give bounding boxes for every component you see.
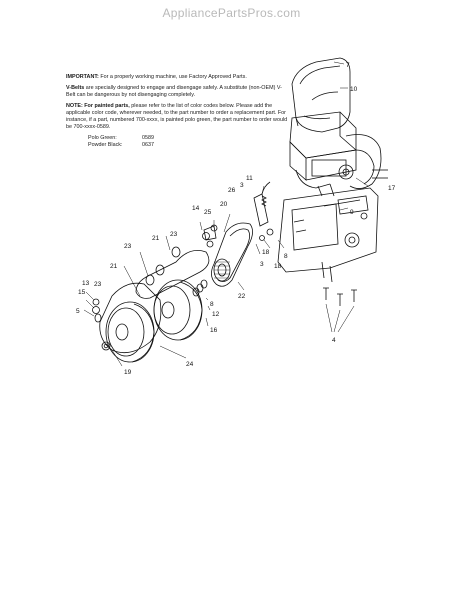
- callout: 9: [350, 209, 354, 216]
- color-code-row: Polo Green: 0589: [88, 135, 198, 142]
- callout: 18: [262, 249, 270, 256]
- callout: 23: [170, 231, 178, 238]
- callout: 21: [152, 235, 160, 242]
- color-code: 0589: [142, 134, 154, 141]
- callout: 26: [228, 187, 236, 194]
- callout: 24: [186, 361, 194, 368]
- engine: [289, 111, 388, 197]
- color-code-row: Powder Black: 0637: [88, 142, 198, 149]
- callout: 15: [78, 289, 86, 296]
- callout: 17: [388, 185, 396, 192]
- watermark: AppliancePartsPros.com: [162, 6, 301, 20]
- callout: 23: [94, 281, 102, 288]
- frame-bolts: [323, 287, 357, 306]
- callout: 21: [110, 263, 118, 270]
- callout: 14: [192, 205, 200, 212]
- belt-cover: [291, 57, 351, 133]
- painted-text: please refer to the list of color codes …: [66, 102, 288, 131]
- vbelt-note: V-Belts are specially designed to engage…: [66, 85, 291, 99]
- color-name: Polo Green:: [88, 134, 117, 141]
- frame-side-plate: [277, 187, 379, 283]
- painted-parts-note: NOTE: For painted parts, please refer to…: [66, 103, 291, 132]
- callout: 18: [274, 263, 282, 270]
- hardware-stack-center: [171, 224, 218, 297]
- hardware-stack-left: [92, 264, 165, 351]
- callout: 11: [246, 175, 253, 182]
- important-note: IMPORTANT: For a properly working machin…: [66, 74, 291, 81]
- color-name: Powder Black:: [88, 142, 123, 149]
- callout: 23: [124, 243, 132, 250]
- auger-pulley-small: [105, 301, 155, 363]
- callout: 19: [124, 369, 132, 376]
- callout: 12: [212, 311, 220, 318]
- leader-lines: [83, 61, 369, 367]
- callout: 8: [210, 301, 214, 308]
- callout: 10: [350, 86, 358, 93]
- callout: 22: [238, 293, 246, 300]
- v-belts: [99, 222, 253, 354]
- callout: 4: [332, 337, 336, 344]
- important-text: For a properly working machine, use Fact…: [100, 74, 247, 80]
- callout: 25: [204, 209, 212, 216]
- callout: 16: [210, 327, 218, 334]
- notes-block: IMPORTANT: For a properly working machin…: [66, 74, 291, 149]
- callout: 20: [220, 201, 228, 208]
- painted-label: NOTE: For painted parts,: [66, 102, 130, 109]
- callout: 3: [260, 261, 264, 268]
- vbelts-label: V-Belts: [66, 84, 85, 91]
- callout: 3: [240, 182, 244, 189]
- vbelts-text: are specially designed to engage and dis…: [66, 84, 282, 98]
- callout: 7: [346, 62, 350, 69]
- engine-pulley: [213, 258, 231, 282]
- color-code: 0637: [142, 142, 154, 149]
- callout: 5: [76, 308, 80, 315]
- callout: 8: [284, 253, 288, 260]
- important-label: IMPORTANT:: [66, 74, 99, 80]
- auger-pulley-large: [153, 279, 203, 341]
- idler-bracket: [253, 181, 274, 241]
- callout-labels: 7 10 17 11 3 26 14 25 20 21 23 23 21 13 …: [76, 62, 396, 376]
- callout: 13: [82, 280, 90, 287]
